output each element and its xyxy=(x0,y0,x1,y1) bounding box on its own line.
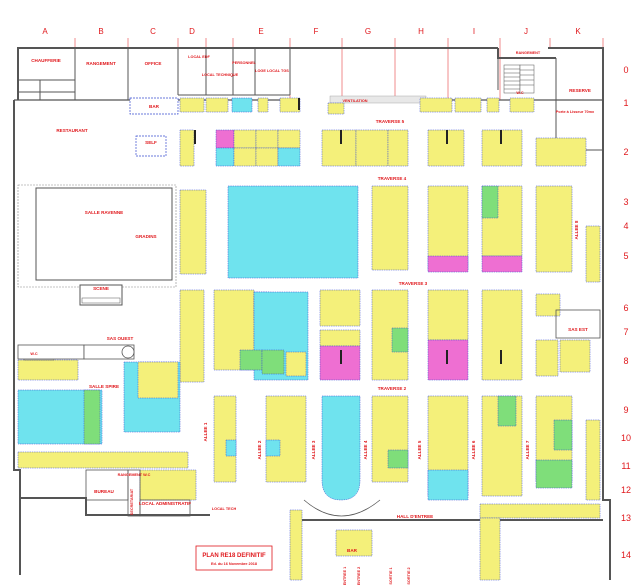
admin-block xyxy=(85,469,191,517)
sas-ouest-block xyxy=(17,344,135,360)
salle-ravenne-zone xyxy=(35,187,173,281)
label-wc-left: W.C xyxy=(30,352,37,356)
label-sas-est: SAS EST xyxy=(568,327,588,332)
grid-column-labels: A B C D E F G H I J K xyxy=(42,27,581,36)
grid-row-labels: 0 1 2 3 4 5 6 7 8 9 10 11 12 13 14 xyxy=(621,65,631,560)
central-oval-stand xyxy=(321,395,361,501)
label-local-edf: LOCAL EDF xyxy=(188,55,210,59)
grid-col-i: I xyxy=(473,27,475,36)
label-reserve: RESERVE xyxy=(569,88,591,93)
allee-labels: ALLEE 1 ALLEE 2 ALLEE 3 ALLEE 4 ALLEE 5 … xyxy=(203,220,579,459)
grid-col-h: H xyxy=(418,27,424,36)
label-allee-6: ALLEE 6 xyxy=(471,440,476,459)
label-rangement-j: RANGEMENT xyxy=(516,51,541,55)
grid-col-f: F xyxy=(314,27,319,36)
label-wc-right: W.C xyxy=(516,91,523,95)
label-sortie-1: SORTIE 1 xyxy=(389,567,393,584)
pillars xyxy=(194,98,502,364)
hall-curve xyxy=(303,499,381,517)
label-rangement-wc: RANGEMENT W.C xyxy=(118,473,151,477)
grid-row-2: 2 xyxy=(623,147,628,157)
label-sas-ouest: SAS OUEST xyxy=(107,336,134,341)
label-allee-7: ALLEE 7 xyxy=(525,440,530,459)
grid-col-k: K xyxy=(575,27,581,36)
grid-col-j: J xyxy=(524,27,528,36)
grid-row-1: 1 xyxy=(623,98,628,108)
label-self: SELF xyxy=(145,140,157,145)
plan-title-box: PLAN RE18 DEFINITIF Ed. du 16 Novembre 2… xyxy=(195,545,273,571)
grid-row-9: 9 xyxy=(623,405,628,415)
label-traverse-3: TRAVERSE 3 xyxy=(399,281,428,286)
grid-col-d: D xyxy=(189,27,195,36)
grid-row-5: 5 xyxy=(623,251,628,261)
grid-row-0: 0 xyxy=(623,65,628,75)
label-loge-tgs: LOGE LOCAL TGS xyxy=(255,69,289,73)
grid-row-8: 8 xyxy=(623,356,628,366)
label-salle-ravenne: SALLE RAVENNE xyxy=(85,210,123,215)
label-office: OFFICE xyxy=(145,61,162,66)
grid-row-7: 7 xyxy=(623,327,628,337)
bar-top-zone xyxy=(129,97,179,115)
label-allee-3: ALLEE 3 xyxy=(311,440,316,459)
label-rangement-b: RANGEMENT xyxy=(86,61,116,66)
grid-row-12: 12 xyxy=(621,485,631,495)
label-gradins: GRADINS xyxy=(135,234,156,239)
label-hall-entree: HALL D'ENTREE xyxy=(397,514,433,519)
grid-col-c: C xyxy=(150,27,156,36)
grid-row-14: 14 xyxy=(621,550,631,560)
label-bar-bottom: BAR xyxy=(347,548,358,553)
label-restaurant: RESTAURANT xyxy=(56,128,87,133)
label-entree-2: ENTREE 2 xyxy=(357,567,361,586)
label-entree-1: ENTREE 1 xyxy=(343,567,347,586)
label-salle-spire: SALLE SPIRE xyxy=(89,384,119,389)
room-labels: CHAUFFERIE RANGEMENT OFFICE LOCAL EDF LO… xyxy=(30,51,595,553)
stairs-icon xyxy=(503,64,535,94)
grid-row-4: 4 xyxy=(623,221,628,231)
label-allee-2: ALLEE 2 xyxy=(257,440,262,459)
label-personnel: PERSONNEL xyxy=(232,61,256,65)
traverse-labels: TRAVERSE 5 TRAVERSE 4 TRAVERSE 3 TRAVERS… xyxy=(376,119,428,391)
grid-row-10: 10 xyxy=(621,433,631,443)
label-traverse-2: TRAVERSE 2 xyxy=(378,386,407,391)
label-traverse-4: TRAVERSE 4 xyxy=(378,176,407,181)
plan-title: PLAN RE18 DEFINITIF xyxy=(202,553,266,559)
label-local-tech: LOCAL TECH xyxy=(212,507,237,511)
label-chaufferie: CHAUFFERIE xyxy=(31,58,61,63)
entrance-labels: ENTREE 1 ENTREE 2 SORTIE 1 SORTIE 2 xyxy=(343,567,411,586)
exhibitor-stands xyxy=(17,97,601,581)
label-allee-5: ALLEE 5 xyxy=(417,440,422,459)
label-bar-top: BAR xyxy=(149,104,160,109)
grid-col-g: G xyxy=(365,27,371,36)
label-allee-1: ALLEE 1 xyxy=(203,422,208,441)
grid-row-13: 13 xyxy=(621,513,631,523)
grid-row-6: 6 xyxy=(623,303,628,313)
grid-col-a: A xyxy=(42,27,48,36)
grid-col-e: E xyxy=(258,27,263,36)
grid-row-3: 3 xyxy=(623,197,628,207)
sas-est-block xyxy=(555,309,601,339)
label-allee-8: ALLEE 8 xyxy=(574,220,579,239)
grid-col-b: B xyxy=(98,27,103,36)
label-porte-levante: Porte à Lisseur 70mx xyxy=(556,110,595,114)
label-scene: SCENE xyxy=(93,286,109,291)
label-local-technique: LOCAL TECHNIQUE xyxy=(202,73,239,77)
grid-row-11: 11 xyxy=(621,461,630,471)
plan-date: Ed. du 16 Novembre 2018 xyxy=(211,562,257,566)
label-allee-4: ALLEE 4 xyxy=(363,440,368,459)
label-ventilation: VENTILATION xyxy=(342,99,367,103)
self-zone xyxy=(135,135,167,157)
label-traverse-5: TRAVERSE 5 xyxy=(376,119,405,124)
label-bureau: BUREAU xyxy=(94,489,114,494)
label-local-administratif: LOCAL ADMINISTRATIF xyxy=(139,501,191,506)
label-sortie-2: SORTIE 2 xyxy=(407,567,411,584)
label-secretariat: SECRETARIAT xyxy=(130,488,134,515)
